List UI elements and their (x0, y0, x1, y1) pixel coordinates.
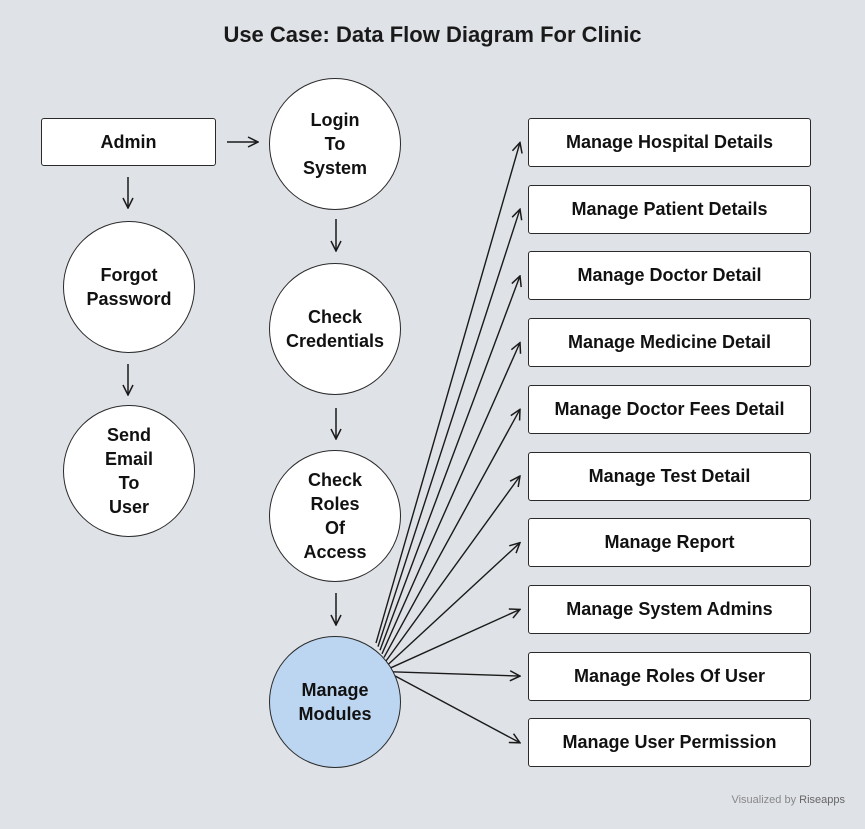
footer-prefix: Visualized by (731, 794, 797, 806)
footer-brand: Riseapps (799, 794, 845, 806)
arrow-modules-to-module-box (383, 409, 520, 658)
footer-credit: Visualized by Riseapps (731, 794, 845, 806)
node-login-to-system: Login To System (269, 78, 401, 210)
module-box: Manage User Permission (528, 718, 811, 768)
node-manage-modules: Manage Modules (269, 636, 401, 768)
module-box: Manage Medicine Detail (528, 318, 811, 368)
module-box: Manage System Admins (528, 584, 811, 634)
module-fan-arrows (375, 143, 520, 743)
node-check-credentials: Check Credentials (269, 263, 401, 395)
arrow-modules-to-module-box (379, 276, 520, 651)
module-box: Manage Test Detail (528, 451, 811, 501)
module-box: Manage Report (528, 518, 811, 568)
node-send-email-to-user: Send Email To User (63, 405, 195, 537)
arrow-modules-to-module-box (377, 209, 520, 647)
diagram-title: Use Case: Data Flow Diagram For Clinic (223, 22, 642, 47)
module-box: Manage Hospital Details (528, 118, 811, 167)
arrow-modules-to-module-box (385, 476, 520, 662)
arrow-modules-to-module-box (391, 672, 520, 676)
arrow-modules-to-module-box (393, 674, 520, 742)
arrow-modules-to-module-box (375, 143, 520, 644)
module-box: Manage Doctor Detail (528, 251, 811, 301)
arrow-modules-to-module-box (389, 609, 520, 669)
module-box: Manage Patient Details (528, 184, 811, 234)
module-box: Manage Roles Of User (528, 651, 811, 701)
module-box: Manage Doctor Fees Detail (528, 384, 811, 434)
node-forgot-password: Forgot Password (63, 221, 195, 353)
arrow-modules-to-module-box (387, 543, 520, 666)
arrow-modules-to-module-box (381, 343, 520, 655)
node-check-roles-of-access: Check Roles Of Access (269, 450, 401, 582)
node-admin: Admin (41, 118, 216, 166)
